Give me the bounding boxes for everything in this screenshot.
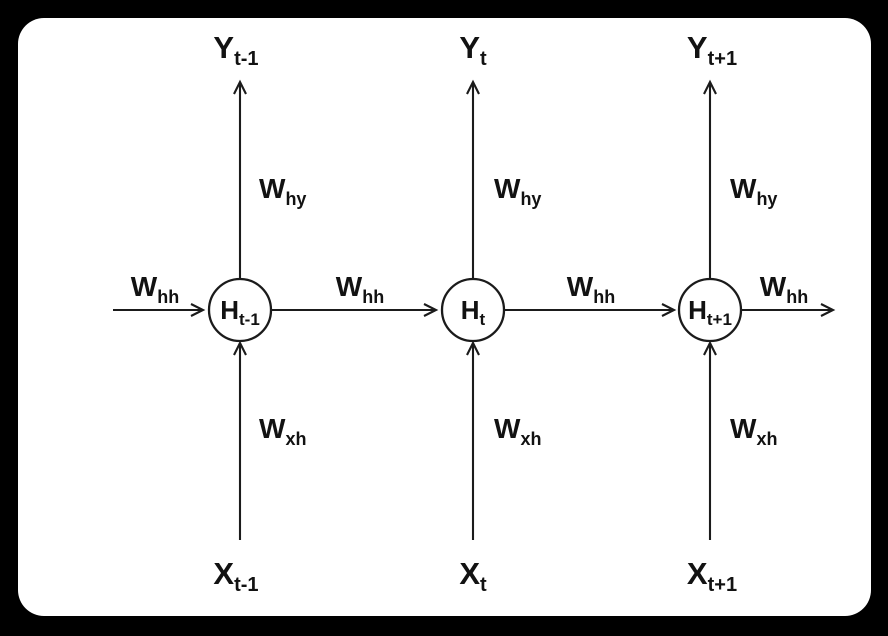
input-label-t: Xt [459,556,487,596]
input-label-t-1: Xt-1 [213,556,258,596]
recurrent-weight-label-4: Whh [760,271,808,307]
output-label-t-1: Yt-1 [213,30,258,70]
weight-label-wxh-t-1: Wxh [259,413,306,449]
hidden-node-label-t+1: Ht+1 [688,295,732,329]
recurrent-weight-label-2: Whh [336,271,384,307]
recurrent-weight-label-3: Whh [567,271,615,307]
weight-label-wxh-t: Wxh [494,413,541,449]
hidden-node-t [440,277,506,343]
hidden-node-label-t-1: Ht-1 [220,295,260,329]
input-label-t+1: Xt+1 [687,556,737,596]
hidden-node-label-t: Ht [461,295,486,329]
weight-label-why-t: Why [494,173,541,209]
recurrent-weight-label-1: Whh [131,271,179,307]
hidden-node-t+1 [677,277,743,343]
weight-label-wxh-t+1: Wxh [730,413,777,449]
hidden-node-t-1 [207,277,273,343]
output-label-t+1: Yt+1 [687,30,737,70]
output-label-t: Yt [459,30,487,70]
weight-label-why-t+1: Why [730,173,777,209]
weight-label-why-t-1: Why [259,173,306,209]
